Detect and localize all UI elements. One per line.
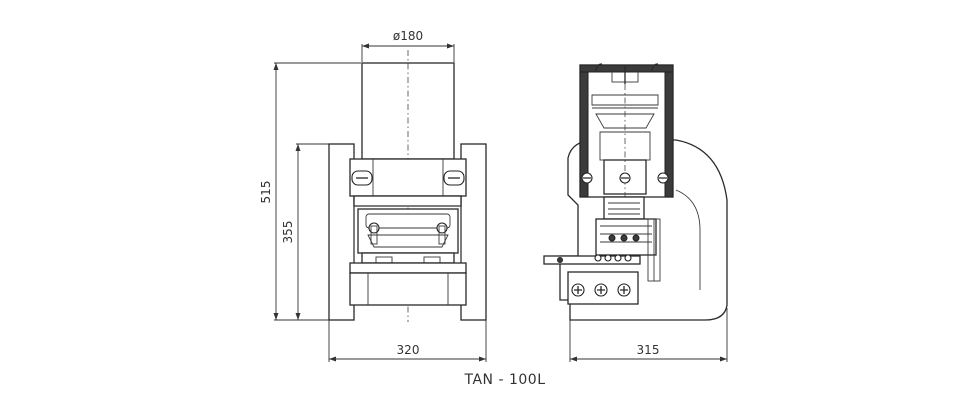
side-view bbox=[543, 63, 728, 321]
diameter-label: ø180 bbox=[393, 29, 423, 43]
side-ram bbox=[603, 196, 645, 220]
front-bolt-left bbox=[368, 222, 380, 234]
side-dimensions: 315 bbox=[569, 308, 728, 362]
body-height-label: 355 bbox=[281, 221, 295, 244]
front-view bbox=[328, 50, 487, 322]
side-bed-plate bbox=[543, 255, 641, 265]
front-dimensions: ø180 515 355 320 bbox=[259, 29, 487, 362]
front-width-label: 320 bbox=[397, 343, 420, 357]
total-height-label: 515 bbox=[259, 181, 273, 204]
front-base bbox=[349, 272, 467, 306]
front-bolt-right bbox=[436, 222, 448, 234]
side-depth-label: 315 bbox=[637, 343, 660, 357]
model-label: TAN - 100L bbox=[464, 372, 546, 388]
